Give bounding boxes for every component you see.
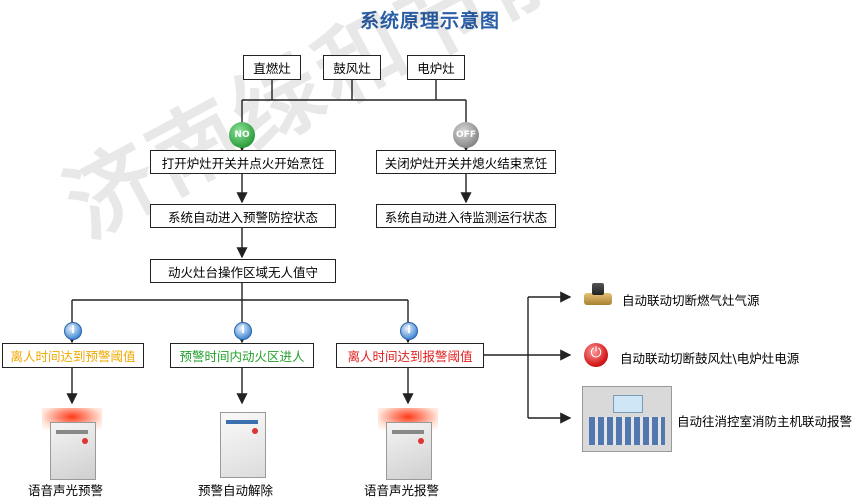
condition-text: 离人时间达到预警阈值 [10,349,136,364]
sound-light-alarm-icon [378,408,438,480]
action-fire-alarm: 自动往消控室消防主机联动报警 [677,414,853,429]
left-step-ignite: 打开炉灶开关并点火开始烹饪 [150,150,336,174]
stove-box-electric: 电炉灶 [407,55,465,80]
condition-text: 离人时间达到报警阈值 [347,349,473,364]
switch-off-icon: OFF [453,122,479,148]
result-label-prewarning: 语音声光预警 [28,483,104,498]
action-cut-gas: 自动联动切断燃气灶气源 [622,293,760,308]
right-step-shutoff: 关闭炉灶开关并熄火结束烹饪 [376,150,556,174]
action-cut-power: 自动联动切断鼓风灶\电炉灶电源 [620,351,800,366]
stove-box-blower: 鼓风灶 [323,55,381,80]
switch-on-icon: NO [229,122,255,148]
timer-icon [234,322,252,340]
power-button-icon [584,343,608,367]
sound-light-alarm-icon [42,408,102,480]
result-label-alarm: 语音声光报警 [364,483,440,498]
left-step-unattended: 动火灶台操作区域无人值守 [150,259,336,283]
stove-box-direct-fire: 直燃灶 [243,55,301,80]
condition-person-returns: 预警时间内动火区进人 [170,343,314,368]
page-title: 系统原理示意图 [359,10,500,32]
condition-alarm-threshold: 离人时间达到报警阈值 [336,343,484,368]
result-label-release: 预警自动解除 [198,483,274,498]
gas-valve-icon [580,283,616,313]
alarm-box-icon [212,408,272,478]
right-step-standby: 系统自动进入待监测运行状态 [376,204,556,228]
condition-text: 预警时间内动火区进人 [179,349,305,364]
timer-icon [400,322,418,340]
condition-prewarning-threshold: 离人时间达到预警阈值 [2,343,144,368]
timer-icon [64,322,82,340]
left-step-prewarning: 系统自动进入预警防控状态 [150,204,336,228]
fire-control-panel-icon [582,386,672,452]
